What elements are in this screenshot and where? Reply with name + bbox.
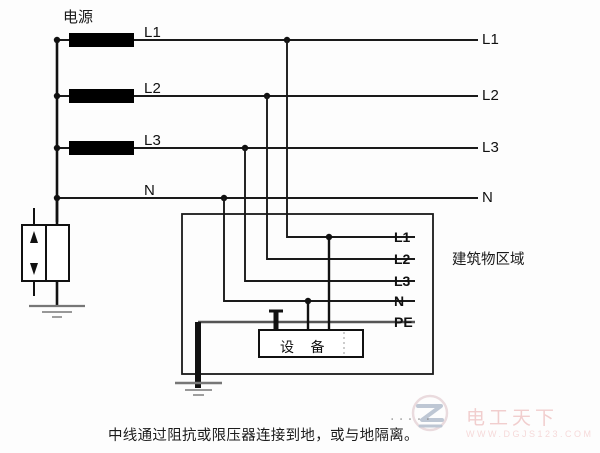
equipment-box — [258, 329, 364, 358]
supply-label-l3: L3 — [144, 132, 162, 149]
supply-label-l1: L1 — [144, 24, 162, 41]
diagram-caption: 中线通过阻抗或限压器连接到地，或与地隔离。 — [108, 428, 419, 444]
impedance-symbol — [45, 198, 70, 306]
voltage-limiter-symbol — [21, 208, 47, 296]
source-title: 电源 — [63, 8, 94, 26]
building-label-n: N — [394, 293, 405, 309]
supply-end-label-l1: L1 — [482, 31, 500, 48]
supply-end-label-l2: L2 — [482, 87, 500, 104]
building-area-label: 建筑物区域 — [452, 252, 525, 268]
building-label-pe: PE — [394, 314, 413, 330]
building-label-l1: L1 — [394, 229, 411, 245]
supply-line-n — [53, 194, 478, 202]
equipment-connections — [269, 233, 333, 330]
source-winding-l3 — [69, 141, 134, 155]
source-winding-l2 — [69, 89, 134, 103]
supply-line-l1 — [53, 33, 478, 47]
supply-line-l3 — [53, 141, 478, 155]
dropper-l3 — [244, 148, 415, 282]
supply-label-n: N — [144, 182, 156, 199]
equipment-label: 设 备 — [280, 340, 331, 356]
supply-label-l2: L2 — [144, 80, 162, 97]
building-label-l3: L3 — [394, 273, 411, 289]
dropper-l2 — [266, 96, 415, 260]
dropper-l1 — [286, 40, 415, 238]
source-winding-l1 — [69, 33, 134, 47]
building-label-l2: L2 — [394, 251, 411, 267]
supply-end-label-n: N — [482, 189, 494, 206]
dropper-n — [223, 198, 415, 302]
scan-artifact: · · · · · — [390, 412, 431, 428]
building-area-boundary — [181, 213, 434, 375]
main-earthing-electrode — [175, 322, 222, 396]
source-earth-symbol — [29, 304, 85, 318]
supply-line-l2 — [53, 89, 478, 103]
supply-end-label-l3: L3 — [482, 139, 500, 156]
